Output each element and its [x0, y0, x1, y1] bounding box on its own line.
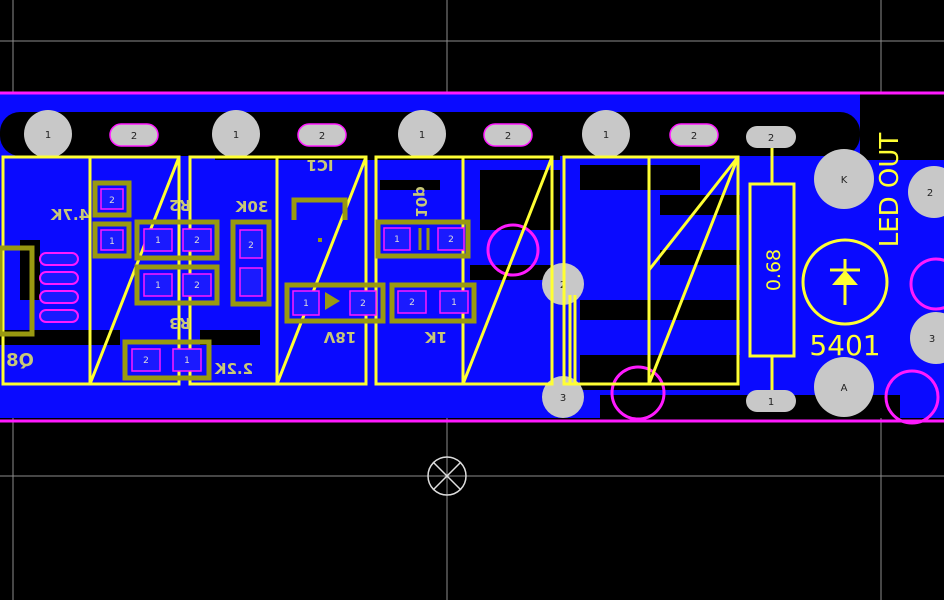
svg-text:1: 1	[303, 299, 309, 309]
smd-pad	[134, 219, 220, 261]
r-value-c: 2.2K	[214, 360, 254, 378]
svg-text:2: 2	[194, 236, 200, 246]
svg-text:2: 2	[194, 281, 200, 291]
svg-text:2: 2	[248, 241, 254, 251]
pad: 3	[910, 312, 944, 364]
r-value-b: 30K	[234, 198, 268, 216]
svg-text:1: 1	[184, 356, 190, 366]
svg-text:2: 2	[409, 298, 415, 308]
pad: 1	[746, 390, 796, 412]
svg-text:2: 2	[691, 131, 697, 142]
svg-text:3: 3	[929, 334, 935, 345]
svg-text:1: 1	[155, 281, 161, 291]
svg-text:3: 3	[560, 393, 566, 404]
ic-label: IC1	[306, 156, 333, 174]
smd-pad	[284, 282, 386, 324]
pad: 1	[398, 110, 446, 158]
svg-text:1: 1	[603, 130, 609, 141]
svg-text:2: 2	[927, 188, 933, 199]
smd-pad	[92, 221, 132, 259]
pad: 2	[483, 123, 533, 147]
board-outline	[0, 91, 944, 423]
r-label-b: R3	[169, 314, 191, 332]
diode-part-label: 5401	[809, 329, 880, 362]
silkscreen-bottom-labels: 4.7K R2 30K R3 2.2K IC1 18V 10p 1K Q8	[6, 156, 447, 378]
c-value: 10p	[412, 186, 430, 218]
silkscreen-top-outlines	[1, 148, 889, 390]
pad: 2	[746, 126, 796, 148]
svg-text:1: 1	[155, 236, 161, 246]
svg-text:1: 1	[419, 130, 425, 141]
pad: K	[814, 149, 874, 209]
led-out-label: LED OUT	[875, 133, 905, 248]
crosshair-circle-icon	[427, 456, 467, 496]
mounting-holes	[486, 223, 944, 425]
smd-pad	[375, 219, 471, 259]
svg-text:2: 2	[360, 299, 366, 309]
svg-text:2: 2	[109, 196, 115, 206]
smd-pad	[92, 180, 132, 218]
pad: 2	[669, 123, 719, 147]
pad: 1	[582, 110, 630, 158]
svg-text:1: 1	[768, 397, 774, 408]
smd-pad	[134, 264, 220, 306]
pad: 1	[24, 110, 72, 158]
svg-text:2: 2	[143, 356, 149, 366]
svg-text:1: 1	[109, 237, 115, 247]
svg-text:1: 1	[233, 130, 239, 141]
pad: 3	[542, 376, 584, 418]
svg-text:A: A	[841, 383, 848, 394]
svg-text:2: 2	[505, 131, 511, 142]
svg-text:1: 1	[451, 298, 457, 308]
diode-value: 18V	[323, 328, 356, 346]
svg-text:2: 2	[131, 131, 137, 142]
r-label-a: R2	[169, 196, 191, 214]
pad: 2	[908, 166, 944, 218]
r-value-a: 4.7K	[50, 206, 90, 224]
smd-pad	[122, 339, 212, 381]
diode-icon	[830, 268, 860, 285]
svg-text:2: 2	[319, 131, 325, 142]
svg-text:1: 1	[394, 235, 400, 245]
smd-pad-numbers: 2 1 1 2 1 2 2 2 1 1 2 1 2 2 1	[109, 196, 457, 366]
r-value-d: 1K	[424, 328, 447, 346]
smd-footprints-bottom	[0, 180, 477, 381]
svg-text:1: 1	[45, 130, 51, 141]
pad: A	[814, 357, 874, 417]
svg-text:K: K	[841, 175, 848, 186]
part-q: Q8	[6, 350, 34, 371]
pad: 2	[109, 123, 159, 147]
pad: 1	[212, 110, 260, 158]
resistor-value-label: 0.68	[763, 249, 785, 291]
tht-pads-top-row: 1 2 1 2 1 2 1 2 2	[24, 110, 796, 158]
svg-text:2: 2	[448, 235, 454, 245]
pad: 2	[297, 123, 347, 147]
smd-pad	[230, 219, 272, 307]
svg-text:2: 2	[768, 133, 774, 144]
smd-pad	[389, 282, 477, 324]
